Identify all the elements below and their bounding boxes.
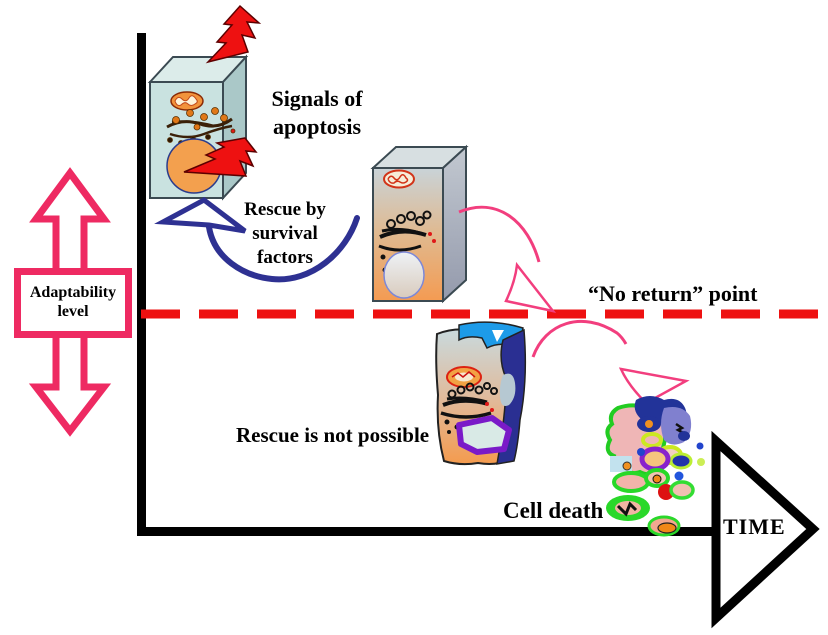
- rescue-not-possible-label: Rescue is not possible: [236, 423, 430, 447]
- nucleus: [456, 415, 512, 455]
- progression-arrow-2: [531, 319, 690, 405]
- dying-cell: [435, 321, 527, 466]
- mitochondrion-icon: [170, 91, 204, 111]
- y-axis: [137, 33, 146, 536]
- progression-arrowhead-icon: [504, 261, 557, 313]
- healthy-cell: [147, 54, 249, 201]
- lightning-bolt-top-icon: [205, 4, 262, 64]
- progression-arrow-1: [458, 205, 557, 313]
- stressed-cell: [370, 144, 469, 304]
- signals-of-apoptosis-label: Signals of apoptosis: [271, 86, 363, 140]
- x-axis: [137, 527, 715, 536]
- rescue-arrowhead-icon: [154, 197, 247, 234]
- adaptability-level-label: Adaptability level: [29, 284, 117, 320]
- cell-death-label: Cell death: [503, 498, 604, 523]
- nucleus: [383, 251, 425, 299]
- mitochondrion-icon: [383, 169, 415, 189]
- time-arrowhead: [711, 430, 820, 629]
- axes: [137, 33, 715, 536]
- apoptotic-bodies: [605, 396, 705, 537]
- time-axis-label: TIME: [723, 514, 786, 539]
- lightning-bolt-nucleus-icon: [183, 137, 258, 177]
- adaptability-level-box: Adaptability level: [14, 268, 132, 338]
- mitochondrion-icon: [446, 366, 482, 388]
- rescue-by-survival-factors-label: Rescue by survival factors: [244, 199, 326, 268]
- no-return-point-label: “No return” point: [588, 281, 758, 306]
- rescue-arrow: [154, 197, 360, 283]
